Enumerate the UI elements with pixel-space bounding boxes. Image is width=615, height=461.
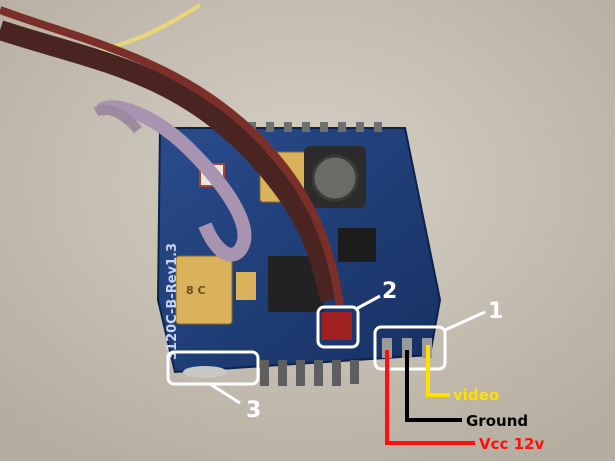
power-component <box>268 256 324 312</box>
ground-pin <box>402 338 412 358</box>
video-out-pin <box>382 338 392 358</box>
label-ground: Ground <box>466 412 528 430</box>
smd-component <box>236 272 256 300</box>
leader-line-2 <box>355 294 381 311</box>
label-vcc: Vcc 12v <box>479 435 544 453</box>
video-indicator-line <box>426 345 450 397</box>
ground-indicator-line <box>405 350 462 422</box>
tantalum-cap-bottom <box>175 255 233 325</box>
leader-line-3 <box>209 382 241 405</box>
ic-chip <box>338 228 376 262</box>
callout-number-1: 1 <box>488 299 503 324</box>
board-silkscreen: 3120C-B-Rev1.3 <box>165 243 180 360</box>
bottom-header-pins <box>260 360 359 386</box>
brown-cable <box>0 20 340 302</box>
vcc-indicator-line <box>385 350 475 445</box>
red-wire-joint <box>322 312 352 340</box>
label-video: video <box>453 386 499 404</box>
cap-marking-bottom: 8 C <box>186 284 206 297</box>
callout-box-2 <box>316 305 360 349</box>
callout-number-3: 3 <box>246 398 261 423</box>
grey-loop-wire <box>96 100 252 262</box>
callout-box-3 <box>166 350 260 386</box>
callout-box-1 <box>373 325 447 371</box>
leader-line-1 <box>444 310 486 332</box>
callout-number-2: 2 <box>382 279 397 304</box>
red-cable-core <box>0 6 344 306</box>
solder-pad <box>183 366 227 378</box>
